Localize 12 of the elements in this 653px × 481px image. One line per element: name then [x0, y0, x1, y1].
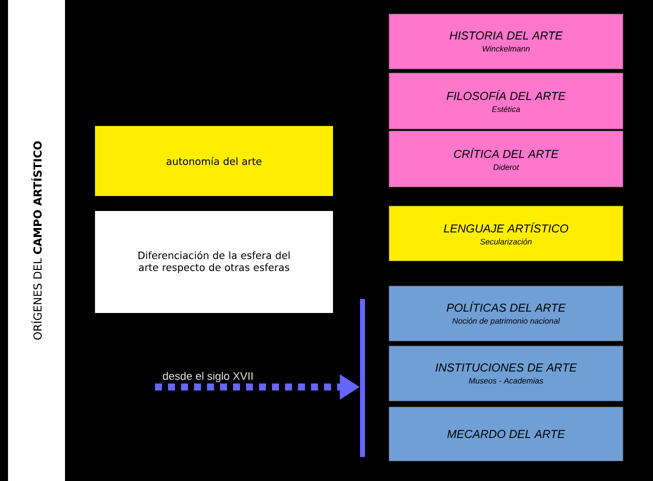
- category-box: POLÍTICAS DEL ARTE Noción de patrimonio nacional: [388, 286, 624, 342]
- category-box: INSTITUCIONES DE ARTE Museos - Academias: [388, 346, 624, 402]
- category-box: HISTORIA DEL ARTE Winckelmann: [388, 14, 624, 70]
- edge-label: desde el siglo XVII: [161, 370, 255, 384]
- title-band: ORÍGENES DEL CAMPO ARTÍSTICO: [8, 0, 65, 481]
- category-box: FILOSOFÍA DEL ARTE Estética: [388, 72, 624, 130]
- vertical-bar: [360, 299, 365, 457]
- category-box: LENGUAJE ARTÍSTICO Secularización: [388, 206, 624, 262]
- category-box: MECARDO DEL ARTE: [388, 406, 624, 462]
- concept-box: Diferenciación de la esfera del arte respecto de otras esferas: [95, 211, 333, 313]
- category-box: CRÍTICA DEL ARTE Diderot: [388, 130, 624, 188]
- concept-box: autonomía del arte: [95, 126, 333, 196]
